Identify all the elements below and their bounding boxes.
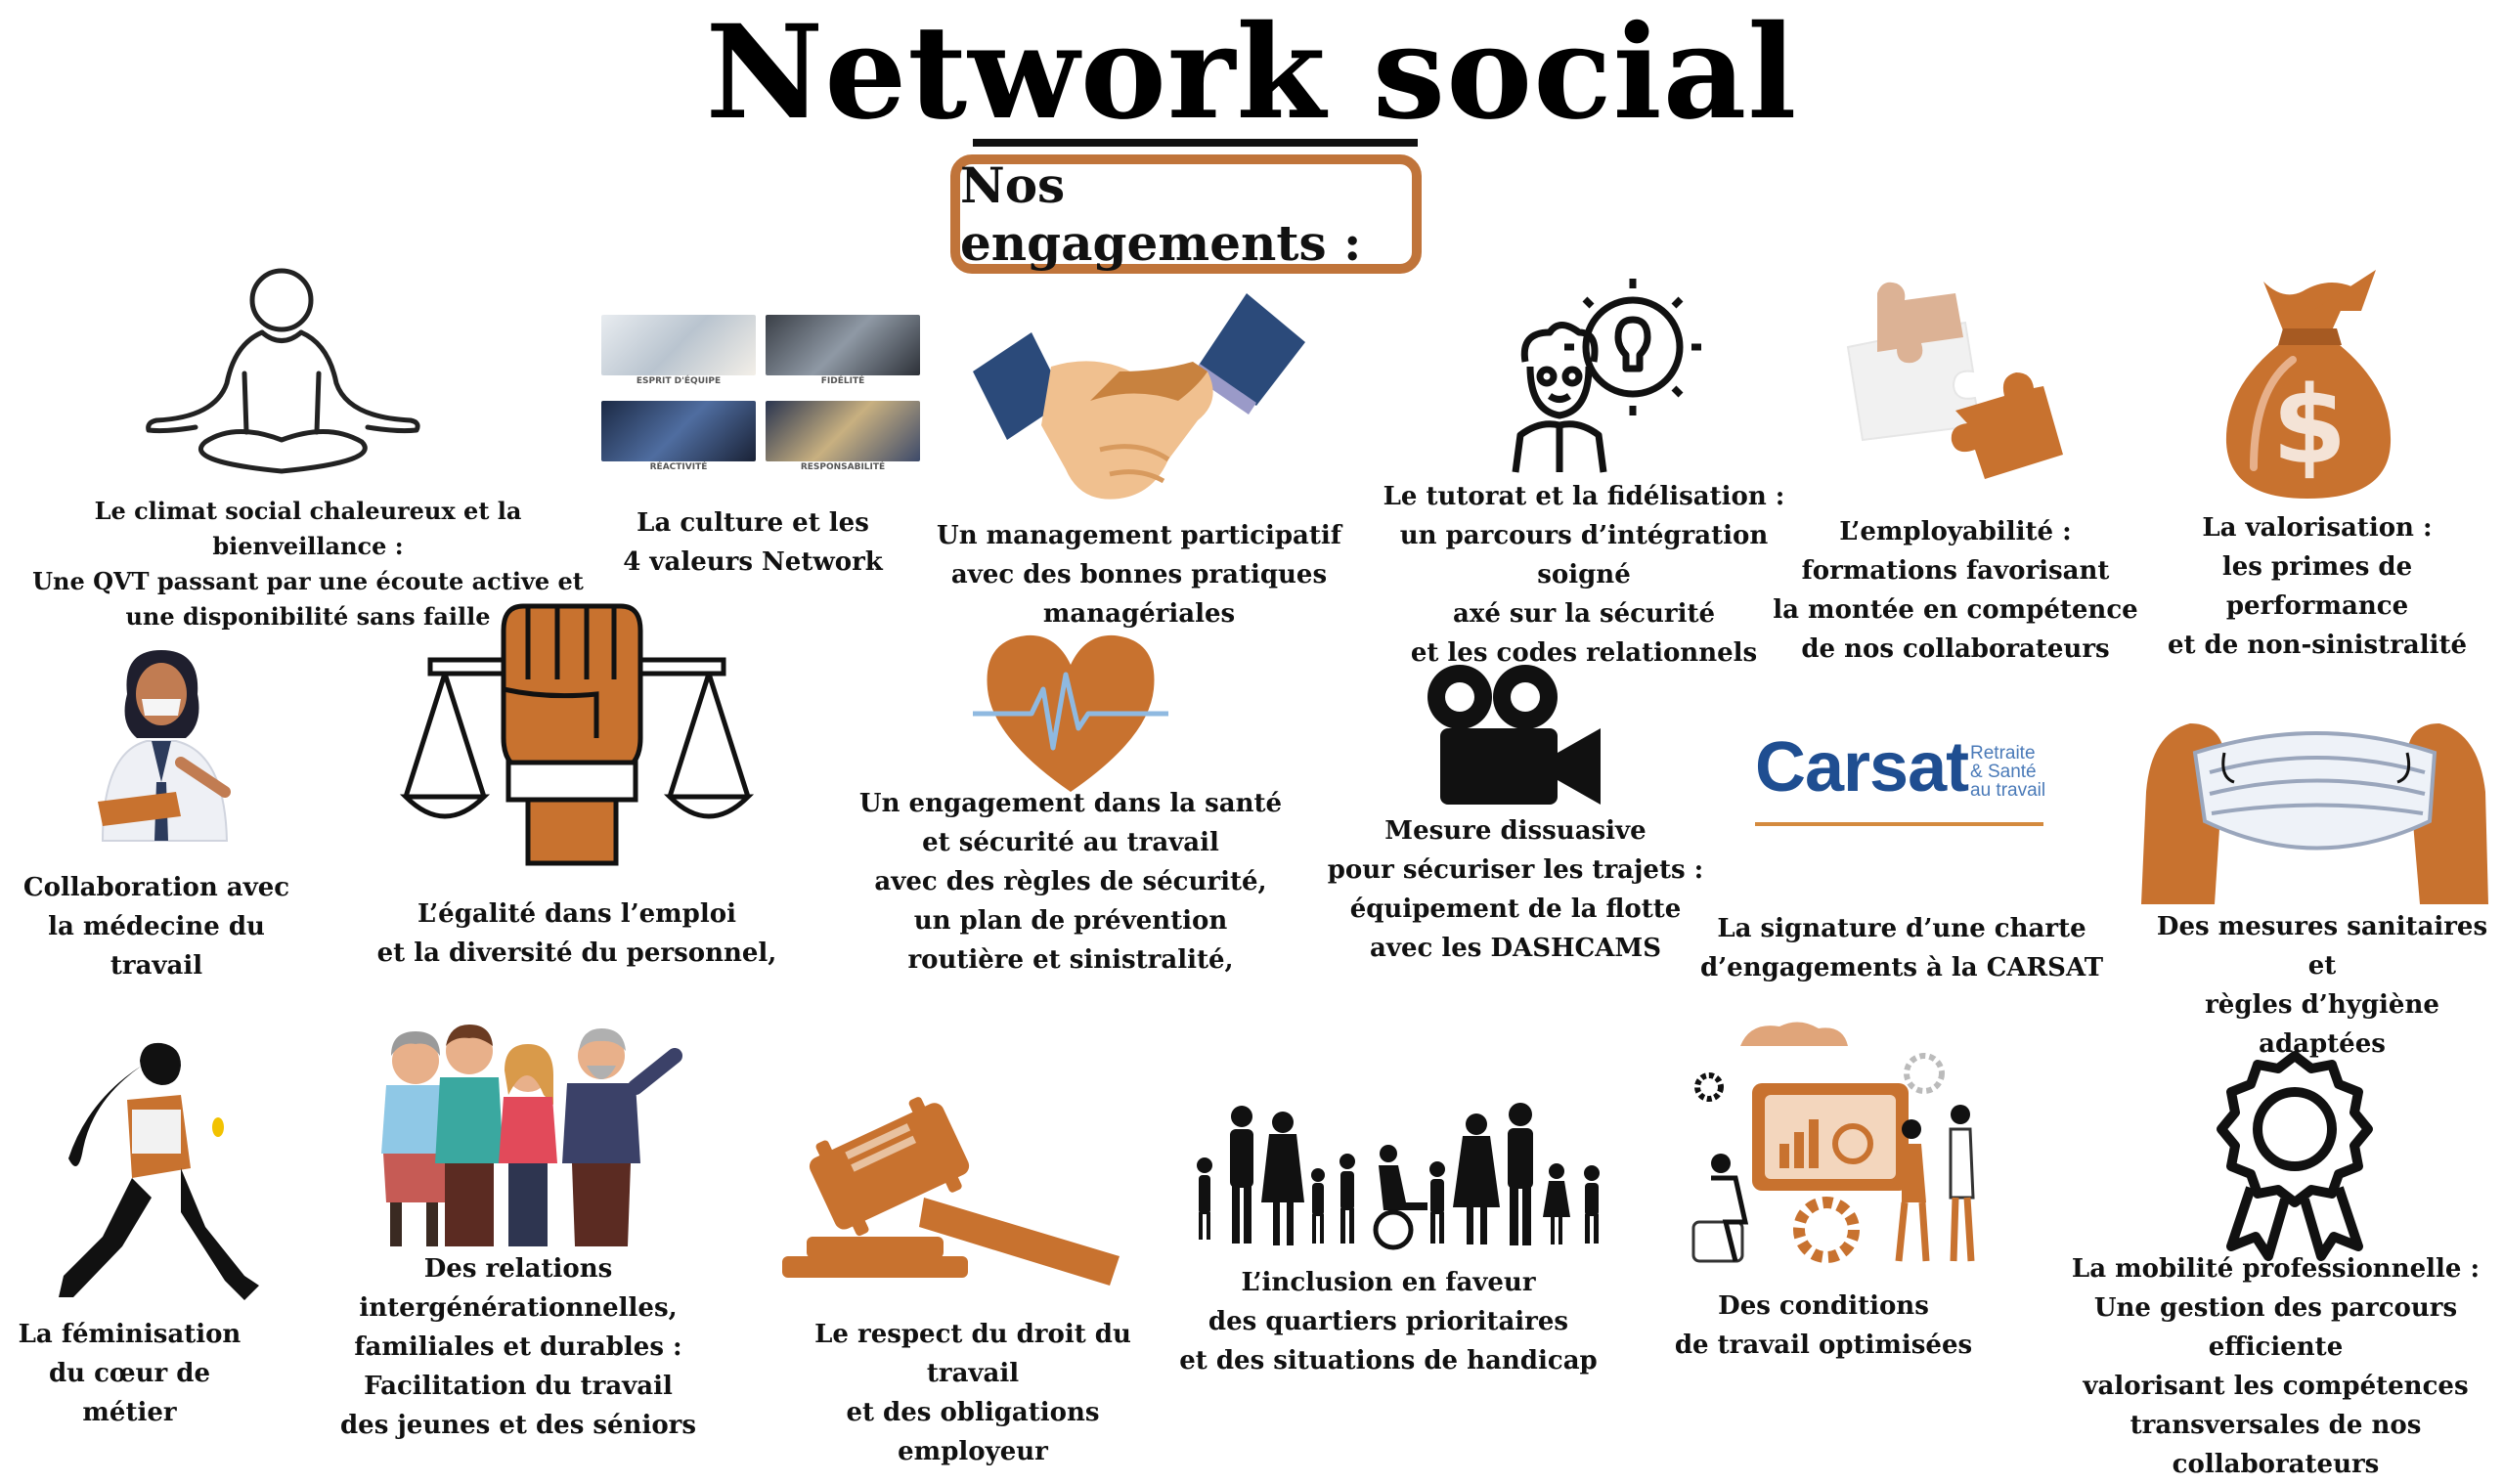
caption: L’inclusion en faveur des quartiers prio… [1179,1268,1598,1375]
caption: Mesure dissuasive pour sécuriser les tra… [1327,816,1704,963]
puzzle-icon [1846,282,2063,479]
caption: La culture et les 4 valeurs Network [623,508,883,577]
mentor-idea-icon [1512,279,1701,473]
inclusion-people-icon [1197,1103,1600,1250]
caption: Le tutorat et la fidélisation : un parco… [1383,482,1785,668]
handshake-icon [973,293,1305,500]
businesswoman-icon [59,1042,259,1300]
caption: La féminisation du cœur de métier [18,1320,242,1427]
carsat-logo-underline [1755,822,2043,826]
carsat-logo-sub: Retraite & Santé au travail [1970,743,2046,801]
face-mask-icon [2141,723,2488,904]
equality-scale-icon [399,603,755,866]
caption: La mobilité professionnelle : Une gestio… [2071,1254,2481,1479]
video-camera-icon [1427,665,1601,805]
caption: L’égalité dans l’emploi et la diversité … [376,899,777,968]
subtitle: Nos engagements : [960,156,1362,272]
caption: La valorisation : les primes de performa… [2167,513,2468,660]
caption: Le climat social chaleureux et la bienve… [32,497,584,631]
photo-label: RÉACTIVITÉ [649,462,708,472]
title-underline [973,139,1418,147]
caption: La signature d’une charte d’engagements … [1699,914,2104,982]
gavel-icon [782,1097,1120,1286]
photo-label: RESPONSABILITÉ [800,462,886,472]
values-photos-icon: ESPRIT D'ÉQUIPE FIDÉLITÉ RÉACTIVITÉ RESP… [601,315,924,476]
photo-label: ESPRIT D'ÉQUIPE [636,376,722,386]
caption: Des mesures sanitaires et règles d’hygiè… [2156,912,2488,1059]
photo-label: FIDÉLITÉ [820,376,865,386]
caption: Des relations intergénérationnelles, fam… [339,1254,697,1440]
caption: Un engagement dans la santé et sécurité … [858,789,1283,975]
caption: Un management participatif avec des bonn… [937,521,1341,629]
svg-text:$: $ [2272,363,2348,488]
subtitle-box: Nos engagements : [950,154,1422,274]
optimized-work-icon [1691,1022,1975,1263]
heart-pulse-icon [973,634,1168,792]
caption: Des conditions de travail optimisées [1674,1291,1973,1360]
carsat-logo: Carsat Retraite & Santé au travail [1750,728,2053,826]
award-ribbon-icon [2217,1051,2373,1261]
carsat-logo-text: Carsat [1755,728,1969,807]
meditation-icon [146,268,420,474]
family-generations-icon [381,1025,682,1246]
caption: Le respect du droit du travail et des ob… [814,1320,1131,1466]
caption: L’employabilité : formations favorisant … [1773,517,2138,664]
doctor-icon [98,650,231,842]
money-bag-icon: $ [2225,270,2392,499]
page-title: Network social [705,0,1798,149]
caption: Collaboration avec la médecine du travai… [22,873,290,981]
